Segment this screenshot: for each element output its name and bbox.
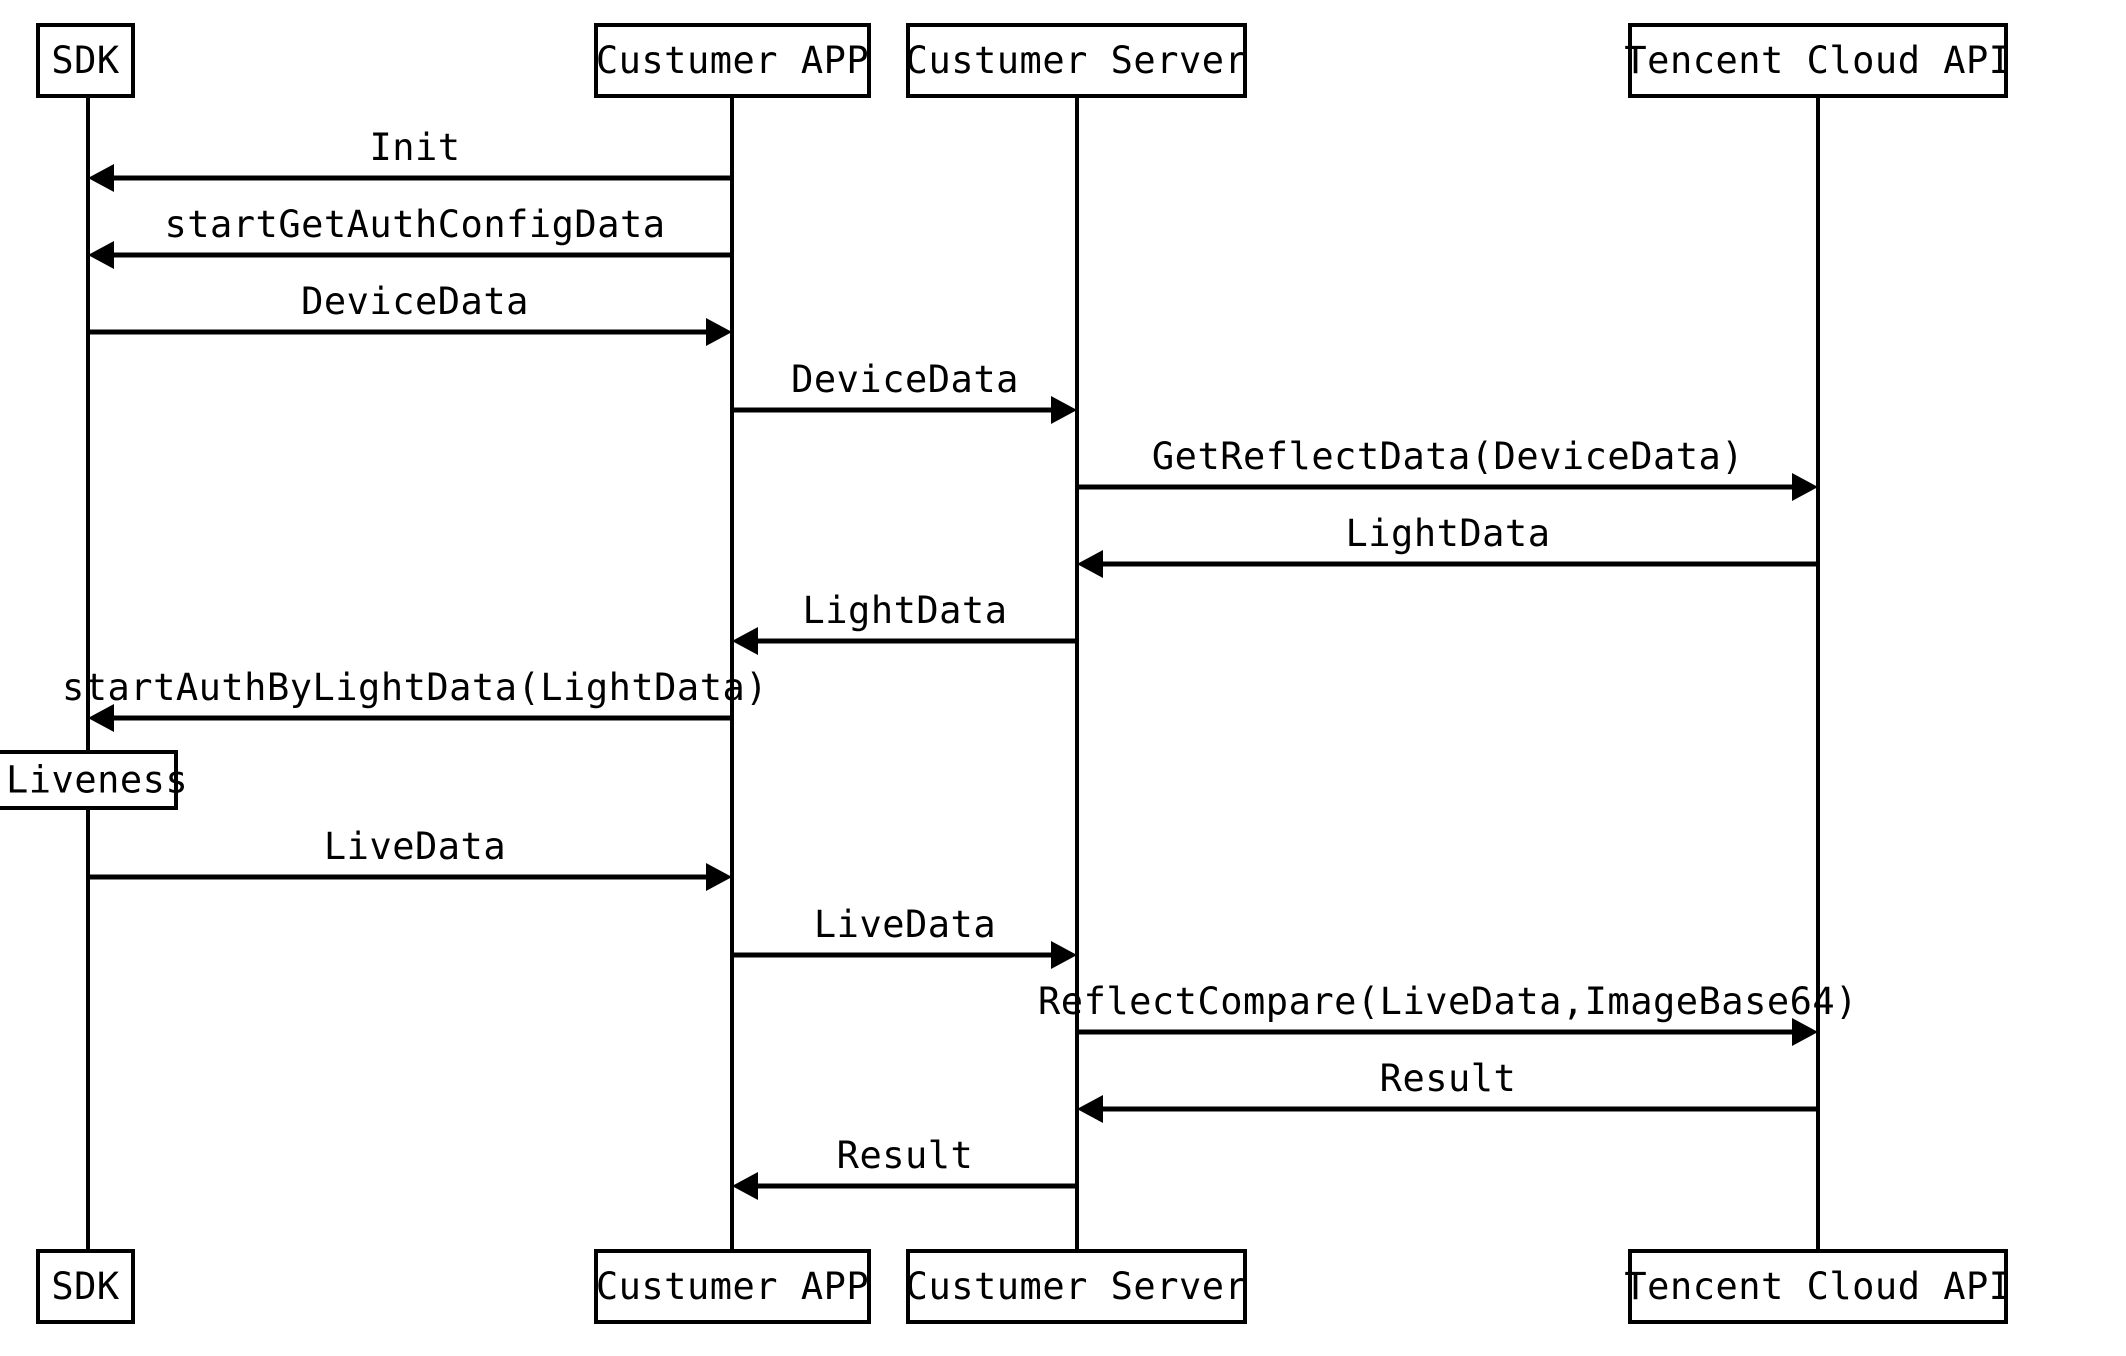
actor-box-custumer-server[interactable]	[906, 1249, 1247, 1324]
message-msg-get-reflect-data[interactable]: GetReflectData(DeviceData)	[1077, 435, 1818, 501]
arrow-head-icon-msg-light-data-server-app	[732, 627, 758, 655]
arrow-head-icon-msg-light-data-api-server	[1077, 550, 1103, 578]
actor-custumer-server-top[interactable]: Custumer Server	[906, 23, 1248, 98]
actor-label-sdk: SDK	[51, 39, 120, 82]
message-label-msg-light-data-server-app: LightData	[803, 589, 1008, 632]
note-box-liveness[interactable]	[0, 750, 178, 810]
message-label-msg-live-data-app-server: LiveData	[814, 903, 996, 946]
message-msg-reflect-compare[interactable]: ReflectCompare(LiveData,ImageBase64)	[1038, 980, 1858, 1046]
actor-box-custumer-app[interactable]	[594, 1249, 871, 1324]
actor-tencent-cloud-api-bottom[interactable]: Tencent Cloud API	[1624, 1249, 2011, 1324]
message-msg-live-data-app-server[interactable]: LiveData	[732, 903, 1077, 969]
arrow-head-icon-msg-live-data-sdk-app	[706, 863, 732, 891]
actor-label-tencent-cloud-api: Tencent Cloud API	[1624, 1265, 2011, 1308]
arrow-head-icon-msg-get-reflect-data	[1792, 473, 1818, 501]
message-msg-start-get-auth-config-data[interactable]: startGetAuthConfigData	[88, 203, 732, 269]
message-msg-device-data-app-server[interactable]: DeviceData	[732, 358, 1077, 424]
actor-label-sdk: SDK	[51, 1265, 120, 1308]
message-msg-result-server-app[interactable]: Result	[732, 1134, 1077, 1200]
arrow-head-icon-msg-live-data-app-server	[1051, 941, 1077, 969]
message-label-msg-init: Init	[369, 126, 460, 169]
actor-label-custumer-server: Custumer Server	[906, 39, 1248, 82]
actor-label-custumer-server: Custumer Server	[906, 1265, 1248, 1308]
message-msg-live-data-sdk-app[interactable]: LiveData	[88, 825, 732, 891]
actor-label-custumer-app: Custumer APP	[596, 1265, 869, 1308]
messages-layer: InitstartGetAuthConfigDataDeviceDataDevi…	[62, 126, 1858, 1200]
actor-label-custumer-app: Custumer APP	[596, 39, 869, 82]
arrow-head-icon-msg-start-auth-by-light-data	[88, 704, 114, 732]
message-label-msg-live-data-sdk-app: LiveData	[324, 825, 506, 868]
message-label-msg-device-data-app-server: DeviceData	[791, 358, 1019, 401]
message-msg-init[interactable]: Init	[88, 126, 732, 192]
actor-box-sdk[interactable]	[36, 1249, 135, 1324]
arrow-head-icon-msg-device-data-sdk-app	[706, 318, 732, 346]
actor-box-custumer-app[interactable]	[594, 23, 871, 98]
message-label-msg-reflect-compare: ReflectCompare(LiveData,ImageBase64)	[1038, 980, 1858, 1023]
actor-custumer-app-top[interactable]: Custumer APP	[594, 23, 871, 98]
actor-custumer-server-bottom[interactable]: Custumer Server	[906, 1249, 1248, 1324]
note-label-liveness: Liveness	[6, 759, 188, 802]
message-msg-start-auth-by-light-data[interactable]: startAuthByLightData(LightData)	[62, 666, 768, 732]
arrow-head-icon-msg-device-data-app-server	[1051, 396, 1077, 424]
message-label-msg-result-server-app: Result	[837, 1134, 974, 1177]
actor-sdk-bottom[interactable]: SDK	[36, 1249, 135, 1324]
arrow-head-icon-msg-reflect-compare	[1792, 1018, 1818, 1046]
actors-layer: SDK SDK Custumer APP Custumer APP Custumer S…	[36, 23, 2011, 1324]
arrow-head-icon-msg-init	[88, 164, 114, 192]
actor-custumer-app-bottom[interactable]: Custumer APP	[594, 1249, 871, 1324]
message-msg-result-api-server[interactable]: Result	[1077, 1057, 1818, 1123]
actor-label-tencent-cloud-api: Tencent Cloud API	[1624, 39, 2011, 82]
lifelines-layer	[86, 96, 1820, 1251]
actor-box-tencent-cloud-api[interactable]	[1628, 23, 2008, 98]
arrow-head-icon-msg-start-get-auth-config-data	[88, 241, 114, 269]
message-label-msg-start-auth-by-light-data: startAuthByLightData(LightData)	[62, 666, 768, 709]
message-label-msg-light-data-api-server: LightData	[1346, 512, 1551, 555]
arrow-head-icon-msg-result-server-app	[732, 1172, 758, 1200]
message-msg-light-data-api-server[interactable]: LightData	[1077, 512, 1818, 578]
message-label-msg-result-api-server: Result	[1380, 1057, 1517, 1100]
note-liveness[interactable]: Liveness	[0, 750, 188, 810]
arrow-head-icon-msg-result-api-server	[1077, 1095, 1103, 1123]
actor-box-tencent-cloud-api[interactable]	[1628, 1249, 2008, 1324]
actor-box-sdk[interactable]	[36, 23, 135, 98]
message-label-msg-device-data-sdk-app: DeviceData	[301, 280, 529, 323]
message-msg-light-data-server-app[interactable]: LightData	[732, 589, 1077, 655]
message-label-msg-get-reflect-data: GetReflectData(DeviceData)	[1152, 435, 1744, 478]
actor-box-custumer-server[interactable]	[906, 23, 1247, 98]
message-msg-device-data-sdk-app[interactable]: DeviceData	[88, 280, 732, 346]
message-label-msg-start-get-auth-config-data: startGetAuthConfigData	[164, 203, 665, 246]
actor-tencent-cloud-api-top[interactable]: Tencent Cloud API	[1624, 23, 2011, 98]
notes-layer: Liveness	[0, 750, 188, 810]
actor-sdk-top[interactable]: SDK	[36, 23, 135, 98]
